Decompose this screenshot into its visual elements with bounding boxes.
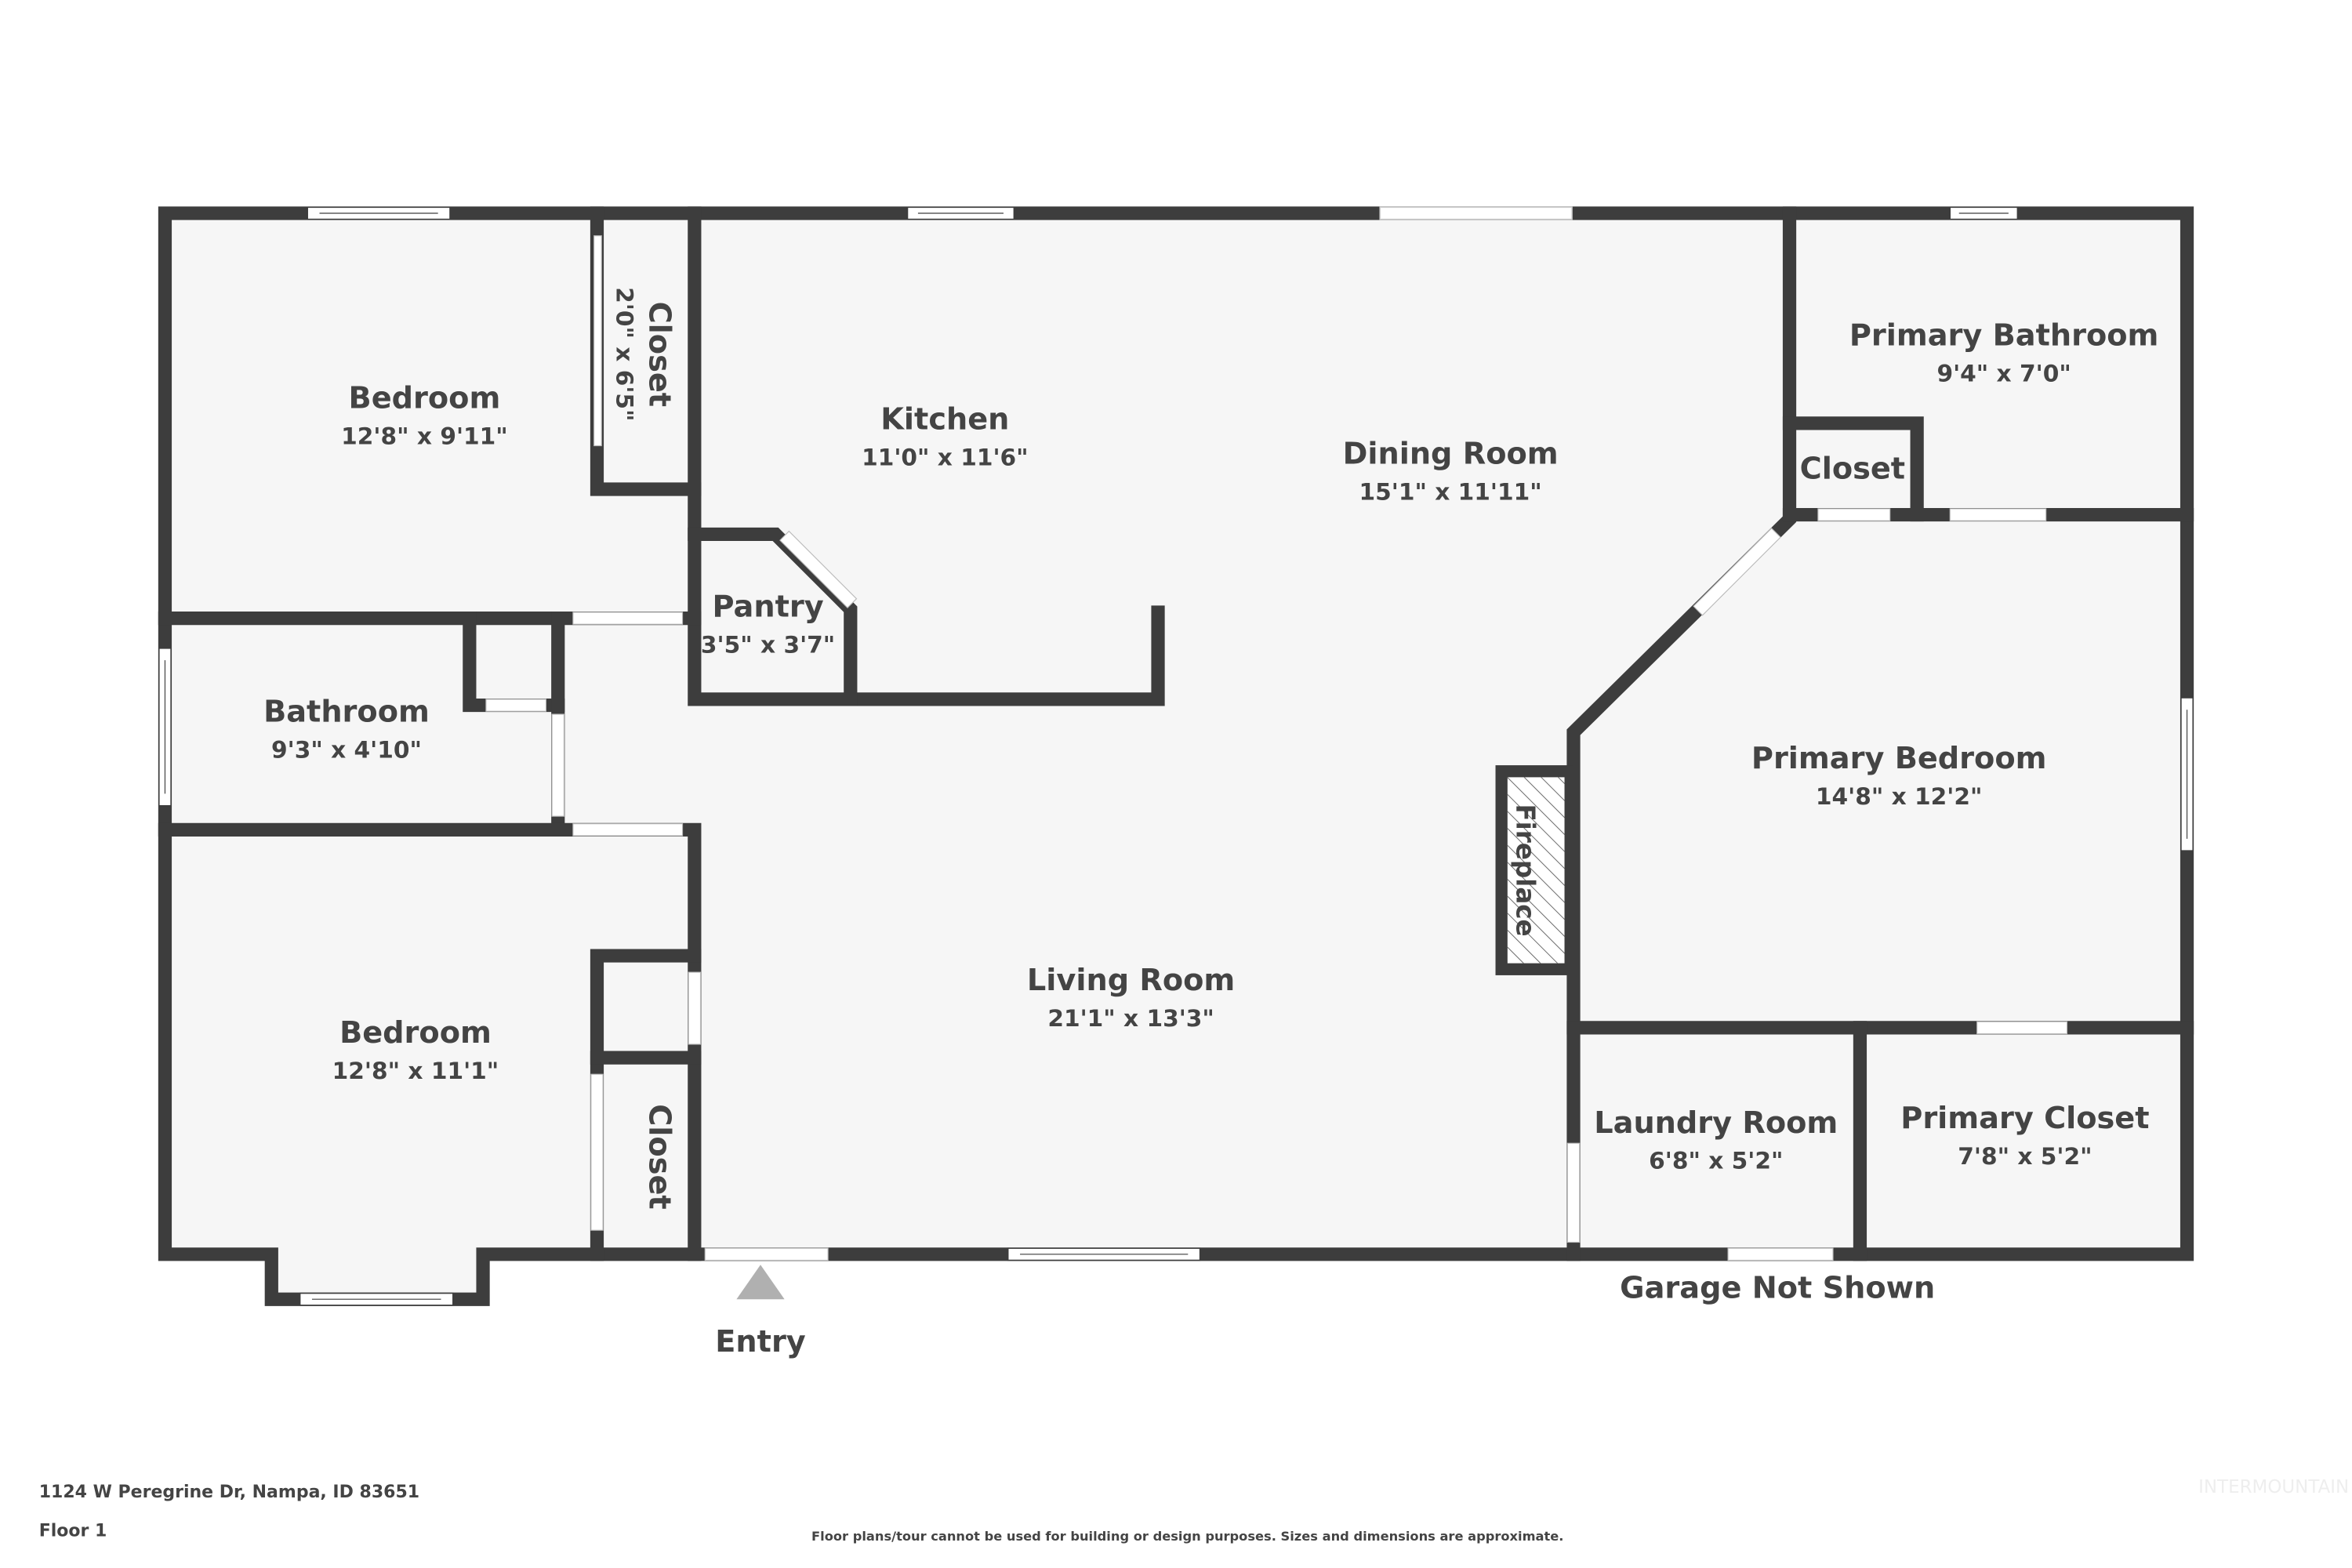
svg-text:Closet: Closet bbox=[641, 1104, 677, 1209]
room-laundry-room: Laundry Room 6'8" x 5'2" bbox=[1594, 1105, 1838, 1174]
svg-text:Closet: Closet bbox=[1800, 452, 1905, 487]
svg-text:Bedroom: Bedroom bbox=[339, 1015, 492, 1051]
garage-note: Garage Not Shown bbox=[1620, 1270, 1935, 1305]
room-kitchen: Kitchen 11'0" x 11'6" bbox=[862, 402, 1029, 471]
svg-text:Kitchen: Kitchen bbox=[880, 402, 1009, 437]
svg-text:12'8" x 11'1": 12'8" x 11'1" bbox=[332, 1057, 499, 1084]
svg-text:9'3" x 4'10": 9'3" x 4'10" bbox=[271, 736, 422, 764]
room-closet-3: Closet bbox=[641, 1104, 677, 1209]
room-bathroom: Bathroom 9'3" x 4'10" bbox=[263, 695, 430, 764]
room-bedroom-2: Bedroom 12'8" x 11'1" bbox=[332, 1015, 499, 1084]
svg-text:Primary Bathroom: Primary Bathroom bbox=[1849, 318, 2159, 353]
svg-text:21'1" x 13'3": 21'1" x 13'3" bbox=[1047, 1004, 1214, 1032]
floor-label: Floor 1 bbox=[39, 1522, 107, 1541]
watermark-logo: INTERMOUNTAIN bbox=[2198, 1477, 2349, 1497]
fireplace-hatch bbox=[1507, 777, 1565, 964]
svg-text:Closet: Closet bbox=[641, 302, 677, 407]
room-living-room: Living Room 21'1" x 13'3" bbox=[1027, 963, 1235, 1032]
svg-text:3'5" x 3'7": 3'5" x 3'7" bbox=[701, 631, 835, 659]
windows bbox=[158, 206, 2194, 1306]
room-primary-closet: Primary Closet 7'8" x 5'2" bbox=[1900, 1101, 2149, 1170]
svg-text:6'8" x 5'2": 6'8" x 5'2" bbox=[1649, 1147, 1783, 1174]
svg-text:Dining Room: Dining Room bbox=[1343, 437, 1559, 472]
room-primary-bedroom: Primary Bedroom 14'8" x 12'2" bbox=[1751, 741, 2047, 810]
svg-text:Primary Bedroom: Primary Bedroom bbox=[1751, 741, 2047, 776]
room-closet-1: Closet 2'0" x 6'5" bbox=[611, 287, 677, 421]
room-dining-room: Dining Room 15'1" x 11'11" bbox=[1343, 437, 1559, 506]
svg-text:Bedroom: Bedroom bbox=[349, 381, 501, 416]
entry-arrow-icon bbox=[736, 1265, 785, 1300]
svg-text:Living Room: Living Room bbox=[1027, 963, 1235, 998]
svg-text:12'8" x 9'11": 12'8" x 9'11" bbox=[341, 423, 508, 450]
fireplace-label: Fireplace bbox=[1510, 804, 1540, 936]
room-primary-bathroom: Primary Bathroom 9'4" x 7'0" bbox=[1849, 318, 2159, 387]
door-openings bbox=[485, 235, 2068, 1261]
room-pantry: Pantry 3'5" x 3'7" bbox=[701, 590, 835, 659]
svg-text:15'1" x 11'11": 15'1" x 11'11" bbox=[1359, 477, 1542, 505]
exterior-wall bbox=[158, 206, 2194, 1306]
svg-text:Laundry Room: Laundry Room bbox=[1594, 1105, 1838, 1141]
svg-text:Primary Closet: Primary Closet bbox=[1900, 1101, 2149, 1136]
svg-text:7'8" x 5'2": 7'8" x 5'2" bbox=[1958, 1142, 2092, 1170]
room-bedroom-1: Bedroom 12'8" x 9'11" bbox=[341, 381, 508, 450]
address: 1124 W Peregrine Dr, Nampa, ID 83651 bbox=[39, 1483, 419, 1502]
svg-text:9'4" x 7'0": 9'4" x 7'0" bbox=[1936, 359, 2071, 387]
svg-text:Bathroom: Bathroom bbox=[263, 695, 430, 730]
room-closet-2: Closet bbox=[1800, 452, 1905, 487]
entry-label: Entry bbox=[715, 1324, 806, 1359]
svg-text:11'0" x 11'6": 11'0" x 11'6" bbox=[862, 443, 1029, 470]
svg-text:Pantry: Pantry bbox=[713, 590, 824, 625]
disclaimer: Floor plans/tour cannot be used for buil… bbox=[811, 1529, 1563, 1544]
svg-text:14'8" x 12'2": 14'8" x 12'2" bbox=[1816, 782, 1983, 810]
svg-text:2'0" x 6'5": 2'0" x 6'5" bbox=[611, 287, 638, 421]
